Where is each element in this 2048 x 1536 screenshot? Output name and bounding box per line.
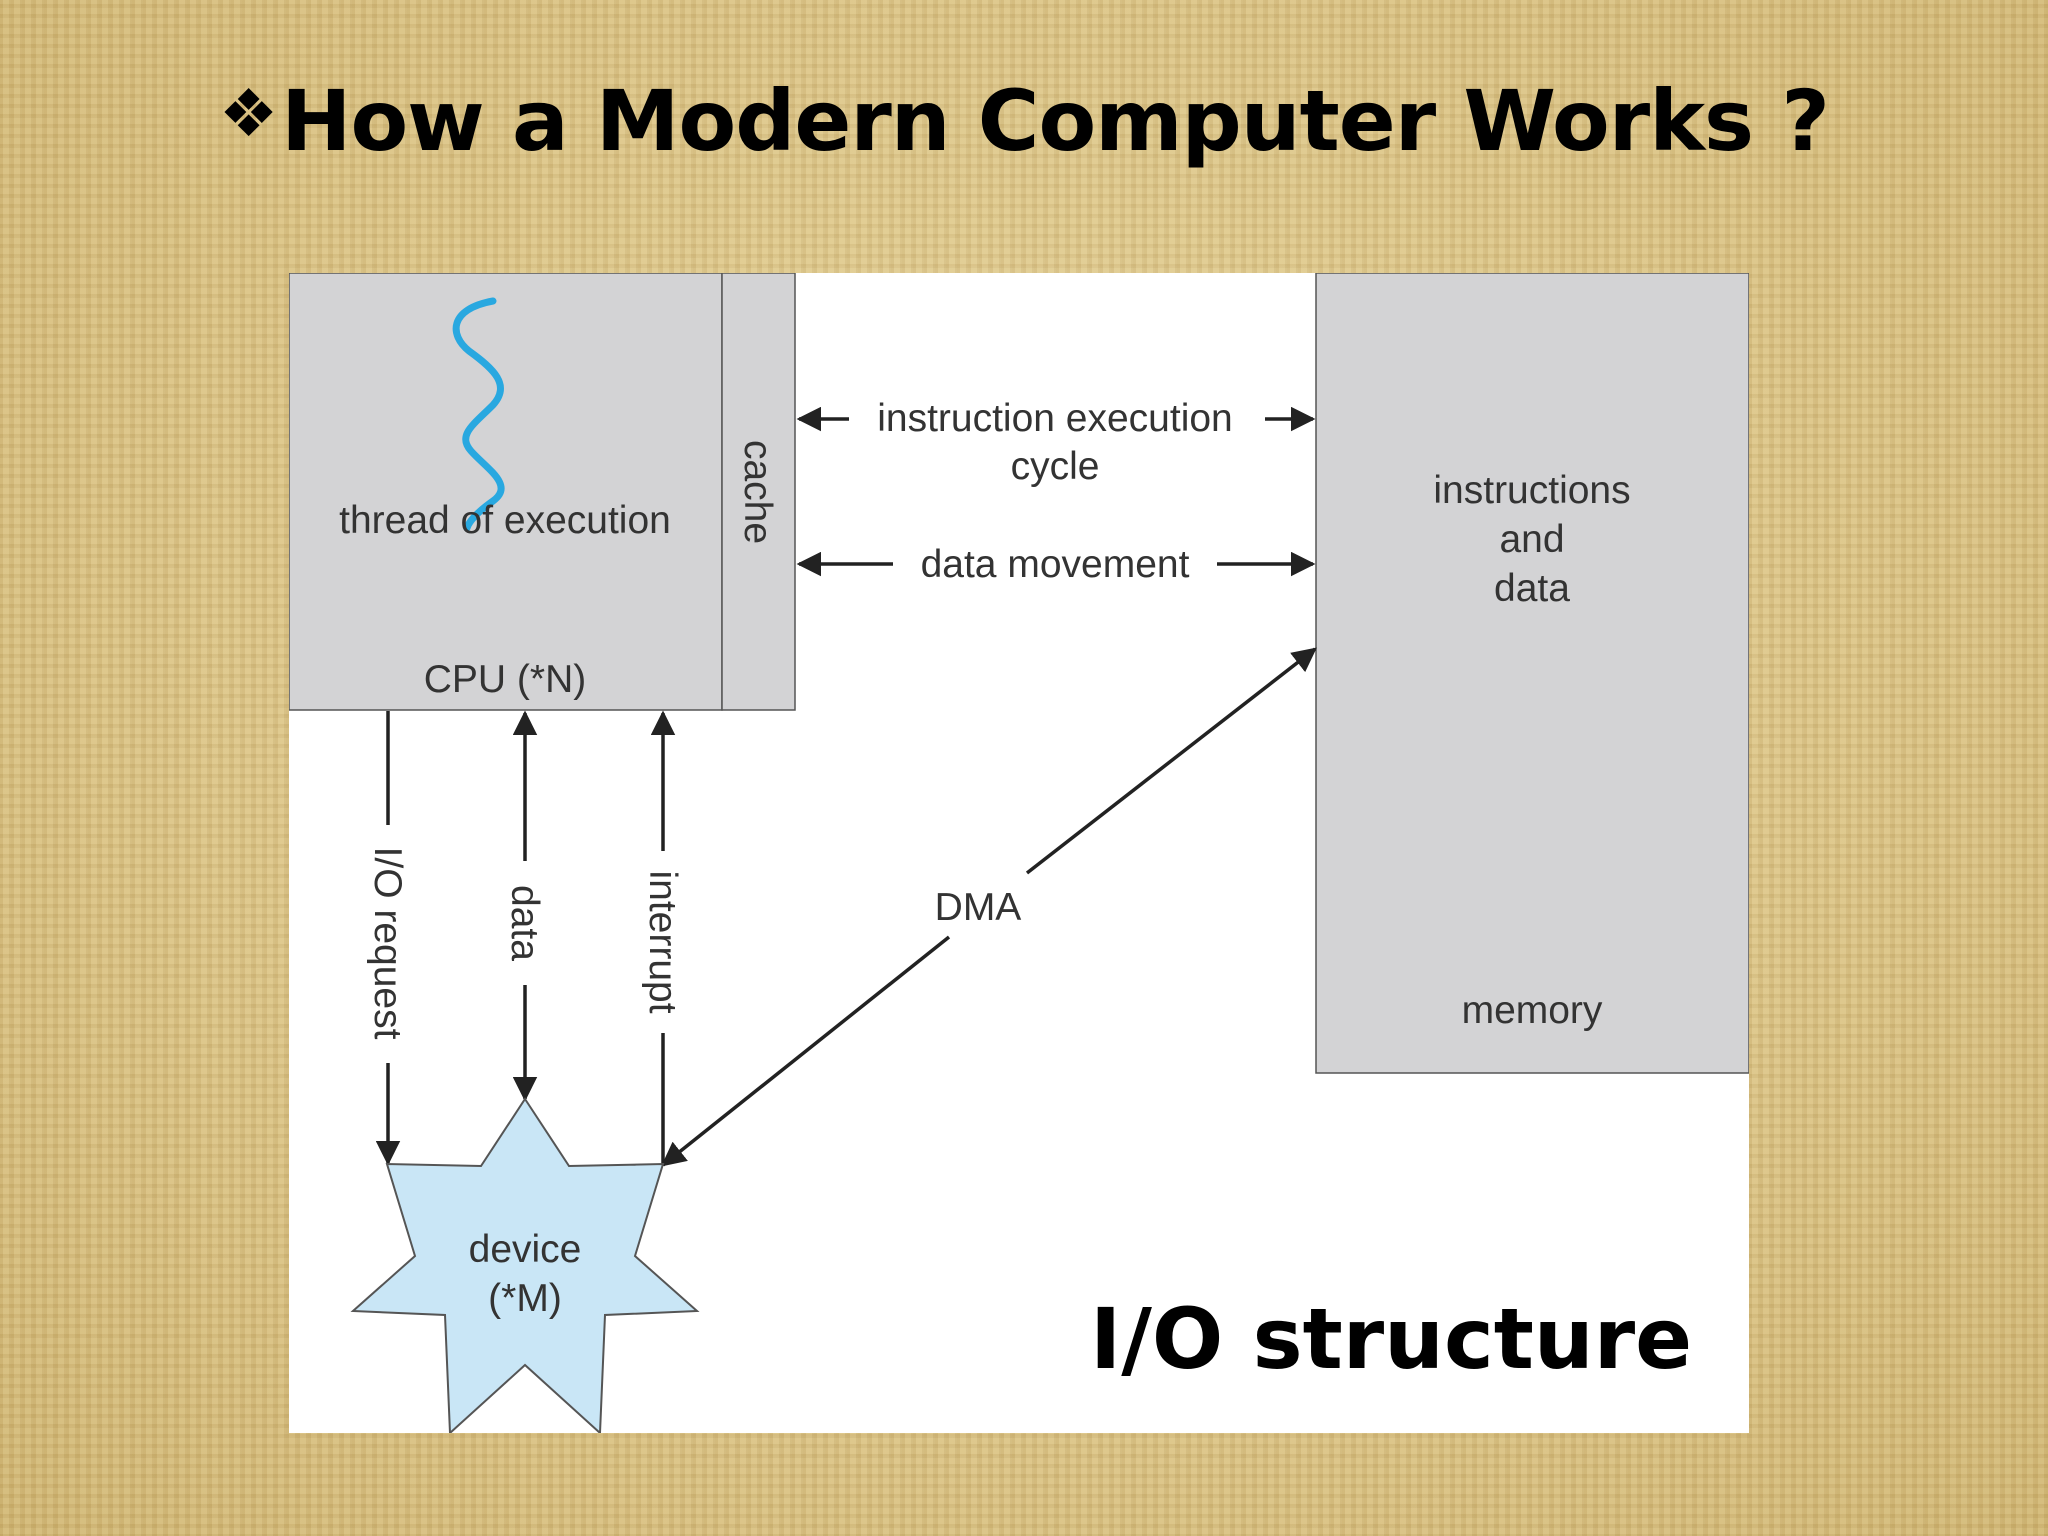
cache-label: cache (736, 440, 779, 544)
diamond-bullet-icon: ❖ (218, 75, 278, 152)
dma-arrow-upper (1025, 647, 1317, 875)
interrupt-label: interrupt (641, 870, 684, 1013)
thread-label: thread of execution (339, 499, 671, 542)
io-request-label: I/O request (366, 847, 409, 1040)
instruction-cycle-line-2: cycle (1011, 445, 1100, 488)
device-star-icon (350, 1097, 700, 1433)
memory-label: memory (1462, 989, 1603, 1032)
dma-arrow-lower (661, 935, 951, 1167)
slide-title-text: How a Modern Computer Works ? (281, 72, 1830, 170)
cpu-label: CPU (*N) (424, 658, 587, 701)
memory-line-1: instructions (1433, 469, 1630, 512)
memory-line-2: and (1499, 518, 1564, 561)
io-structure-caption: I/O structure (1090, 1290, 1693, 1388)
memory-box (1315, 273, 1749, 1074)
instruction-cycle-line-1: instruction execution (877, 397, 1233, 440)
data-arrow-label: data (503, 885, 546, 961)
io-structure-diagram: thread of execution CPU (*N) cache instr… (289, 273, 1749, 1433)
data-movement-label: data movement (921, 543, 1190, 586)
thread-wave-icon (452, 297, 505, 532)
slide-title: ❖How a Modern Computer Works ? (0, 72, 2048, 170)
device-count-label: (*M) (488, 1277, 562, 1320)
cpu-box (289, 273, 723, 711)
memory-line-3: data (1494, 567, 1570, 610)
cache-box (721, 273, 796, 711)
dma-label: DMA (935, 886, 1022, 929)
device-label: device (469, 1228, 582, 1271)
